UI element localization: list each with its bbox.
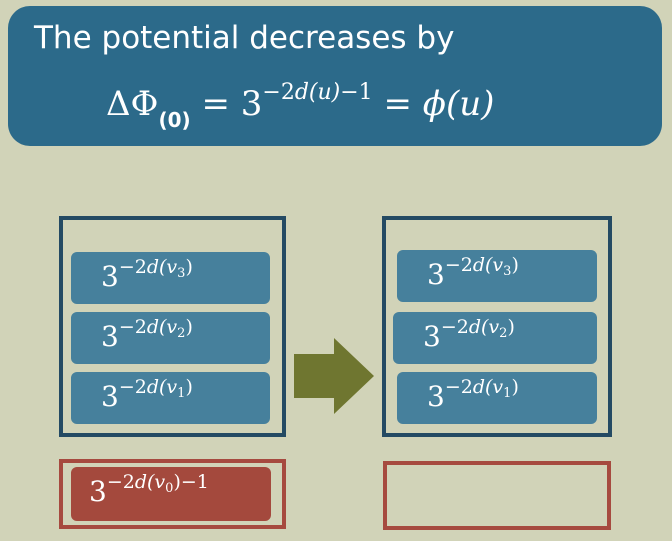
banner-caption: The potential decreases by xyxy=(34,20,455,56)
title-banner: The potential decreases by ΔΦ(0) = 3−2d(… xyxy=(8,6,662,146)
phi-of-u: ϕ(u) xyxy=(422,84,495,124)
exp-close: ) xyxy=(173,471,181,493)
exp-close: ) xyxy=(507,316,515,338)
exp-coef: −2 xyxy=(440,316,469,338)
equation-exponent: −2d(u)−1 xyxy=(262,80,372,105)
equals-three: = 3 xyxy=(190,84,263,124)
exponent-tail: −1 xyxy=(340,80,373,105)
right-stack-frame xyxy=(382,216,612,437)
left-term-v1: 3−2d(v1) xyxy=(71,372,270,424)
exp-tail: −1 xyxy=(180,471,209,493)
exp-coef: −2 xyxy=(444,254,473,276)
exp-var: d(v xyxy=(146,376,178,398)
exp-close: ) xyxy=(185,316,193,338)
term-base: 3 xyxy=(427,380,445,413)
exp-close: ) xyxy=(185,376,193,398)
term-base: 3 xyxy=(101,260,119,293)
term-base: 3 xyxy=(89,475,107,508)
exp-sub: 1 xyxy=(177,386,186,401)
left-term-v3: 3−2d(v3) xyxy=(71,252,270,304)
exp-var: d(v xyxy=(134,471,166,493)
exp-sub: 2 xyxy=(499,326,508,341)
delta-phi-subscript: (0) xyxy=(158,108,191,132)
exp-var: d(v xyxy=(472,376,504,398)
term-base: 3 xyxy=(101,380,119,413)
term-exponent: −2d(v3) xyxy=(118,256,193,281)
term-exponent: −2d(v2) xyxy=(118,316,193,341)
delta-phi: ΔΦ xyxy=(106,84,159,124)
exp-coef: −2 xyxy=(118,256,147,278)
exp-coef: −2 xyxy=(444,376,473,398)
term-exponent: −2d(v1) xyxy=(118,376,193,401)
exp-var: d(v xyxy=(472,254,504,276)
exp-sub: 3 xyxy=(503,264,512,279)
potential-equation: ΔΦ(0) = 3−2d(u)−1 = ϕ(u) xyxy=(106,80,495,132)
right-term-v1: 3−2d(v1) xyxy=(397,372,597,424)
right-term-v2: 3−2d(v2) xyxy=(393,312,597,364)
left-term-v2: 3−2d(v2) xyxy=(71,312,270,364)
exp-close: ) xyxy=(511,376,519,398)
term-exponent: −2d(v0)−1 xyxy=(106,471,209,496)
right-empty-frame xyxy=(383,461,611,530)
arrow-shape xyxy=(294,338,374,414)
exp-var: d(v xyxy=(146,256,178,278)
exp-var: d(v xyxy=(468,316,500,338)
exp-sub: 0 xyxy=(165,481,174,496)
exp-close: ) xyxy=(511,254,519,276)
exp-var: d(v xyxy=(146,316,178,338)
exp-coef: −2 xyxy=(118,316,147,338)
term-exponent: −2d(v3) xyxy=(444,254,519,279)
exp-close: ) xyxy=(185,256,193,278)
term-exponent: −2d(v1) xyxy=(444,376,519,401)
equals-sign: = xyxy=(372,84,423,124)
exponent-coefficient: −2 xyxy=(262,80,295,105)
exp-sub: 1 xyxy=(503,386,512,401)
left-removed-frame xyxy=(59,459,286,529)
term-base: 3 xyxy=(101,320,119,353)
left-term-v0-removed: 3−2d(v0)−1 xyxy=(71,467,271,521)
exp-coef: −2 xyxy=(106,471,135,493)
right-term-v3: 3−2d(v3) xyxy=(397,250,597,302)
exp-sub: 2 xyxy=(177,326,186,341)
exp-coef: −2 xyxy=(118,376,147,398)
term-exponent: −2d(v2) xyxy=(440,316,515,341)
exponent-depth: d(u) xyxy=(294,80,341,105)
right-arrow-icon xyxy=(294,338,374,414)
term-base: 3 xyxy=(423,320,441,353)
exp-sub: 3 xyxy=(177,266,186,281)
term-base: 3 xyxy=(427,258,445,291)
left-stack-frame xyxy=(59,216,286,437)
